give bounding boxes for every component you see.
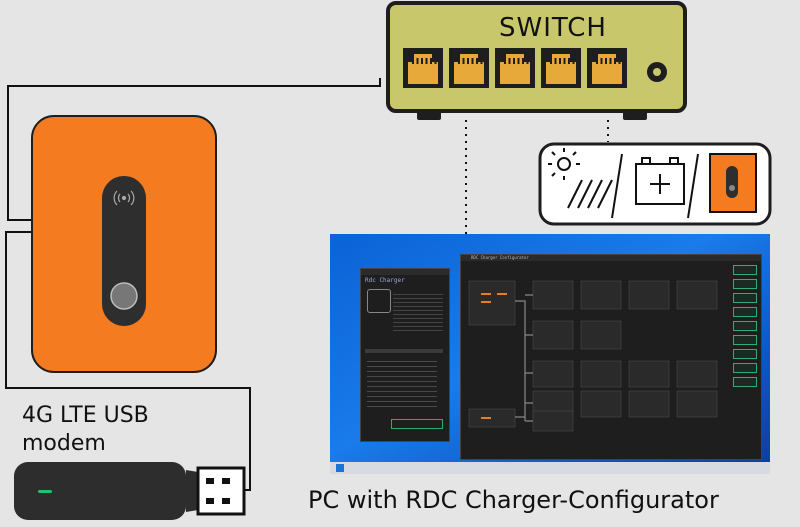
ethernet-port xyxy=(449,48,489,88)
diagram-node xyxy=(532,280,574,310)
app-right-diagram xyxy=(468,280,718,432)
diagram-node xyxy=(468,280,516,326)
pc-screen: Rdc Charger RDC Charger Configurator xyxy=(330,234,770,474)
diagram-node xyxy=(532,360,574,388)
sidebar-button xyxy=(733,321,757,331)
taskbar xyxy=(330,462,770,474)
app-left-titlebar xyxy=(361,269,449,275)
lte-router xyxy=(31,115,217,373)
diagram-node xyxy=(676,360,718,388)
app-left-section xyxy=(365,349,443,353)
app-left-logo xyxy=(367,289,391,313)
sidebar-button xyxy=(733,363,757,373)
solar-panel-icon xyxy=(548,148,613,209)
start-button xyxy=(336,464,344,472)
app-window-left: Rdc Charger xyxy=(360,268,450,442)
sidebar-button xyxy=(733,377,757,387)
sidebar-button xyxy=(733,307,757,317)
diagram-node xyxy=(676,390,718,418)
ethernet-port xyxy=(403,48,443,88)
app-left-title: Rdc Charger xyxy=(365,277,405,284)
diagram-node xyxy=(628,360,670,388)
pc-label: PC with RDC Charger-Configurator xyxy=(308,486,719,514)
sidebar-button xyxy=(733,279,757,289)
router-usb-cable xyxy=(5,231,251,491)
diagram-node xyxy=(628,390,670,418)
diagram-node xyxy=(532,320,574,350)
battery-icon xyxy=(635,157,685,205)
switch-label: SWITCH xyxy=(499,13,607,43)
diagram-bus xyxy=(515,294,533,422)
modem-label: 4G LTE USB modem xyxy=(22,402,149,458)
diagram-node xyxy=(628,280,670,310)
app-left-button xyxy=(391,419,443,429)
switch-ports xyxy=(403,48,627,88)
network-switch: SWITCH xyxy=(386,1,687,120)
wireless-icon xyxy=(113,190,135,206)
app-right-title: RDC Charger Configurator xyxy=(471,255,529,260)
ethernet-port xyxy=(495,48,535,88)
diagram-node xyxy=(580,280,622,310)
diagram-node xyxy=(580,320,622,350)
modem-switch-cable xyxy=(7,78,381,221)
sidebar-button xyxy=(733,293,757,303)
modem-led xyxy=(38,490,52,493)
sidebar-button xyxy=(733,335,757,345)
sidebar-button xyxy=(733,265,757,275)
app-left-lines xyxy=(393,291,443,331)
diagram-node xyxy=(532,410,574,432)
usb-stick-icon xyxy=(709,153,757,213)
modem-label-line1: 4G LTE USB xyxy=(22,403,149,428)
ethernet-port xyxy=(541,48,581,88)
app-right-titlebar xyxy=(461,255,761,261)
diagram-node xyxy=(676,280,718,310)
diagram-node xyxy=(580,390,622,418)
app-right-sidebar xyxy=(733,265,757,391)
usb-modem xyxy=(14,462,246,520)
diagram-node xyxy=(468,408,516,428)
sidebar-button xyxy=(733,349,757,359)
modem-label-line2: modem xyxy=(22,431,106,456)
ethernet-port xyxy=(587,48,627,88)
charger-panel xyxy=(538,142,772,226)
diagram-node xyxy=(580,360,622,388)
router-button xyxy=(110,282,138,310)
app-left-checkboxes xyxy=(367,357,437,411)
app-window-right: RDC Charger Configurator xyxy=(460,254,762,460)
